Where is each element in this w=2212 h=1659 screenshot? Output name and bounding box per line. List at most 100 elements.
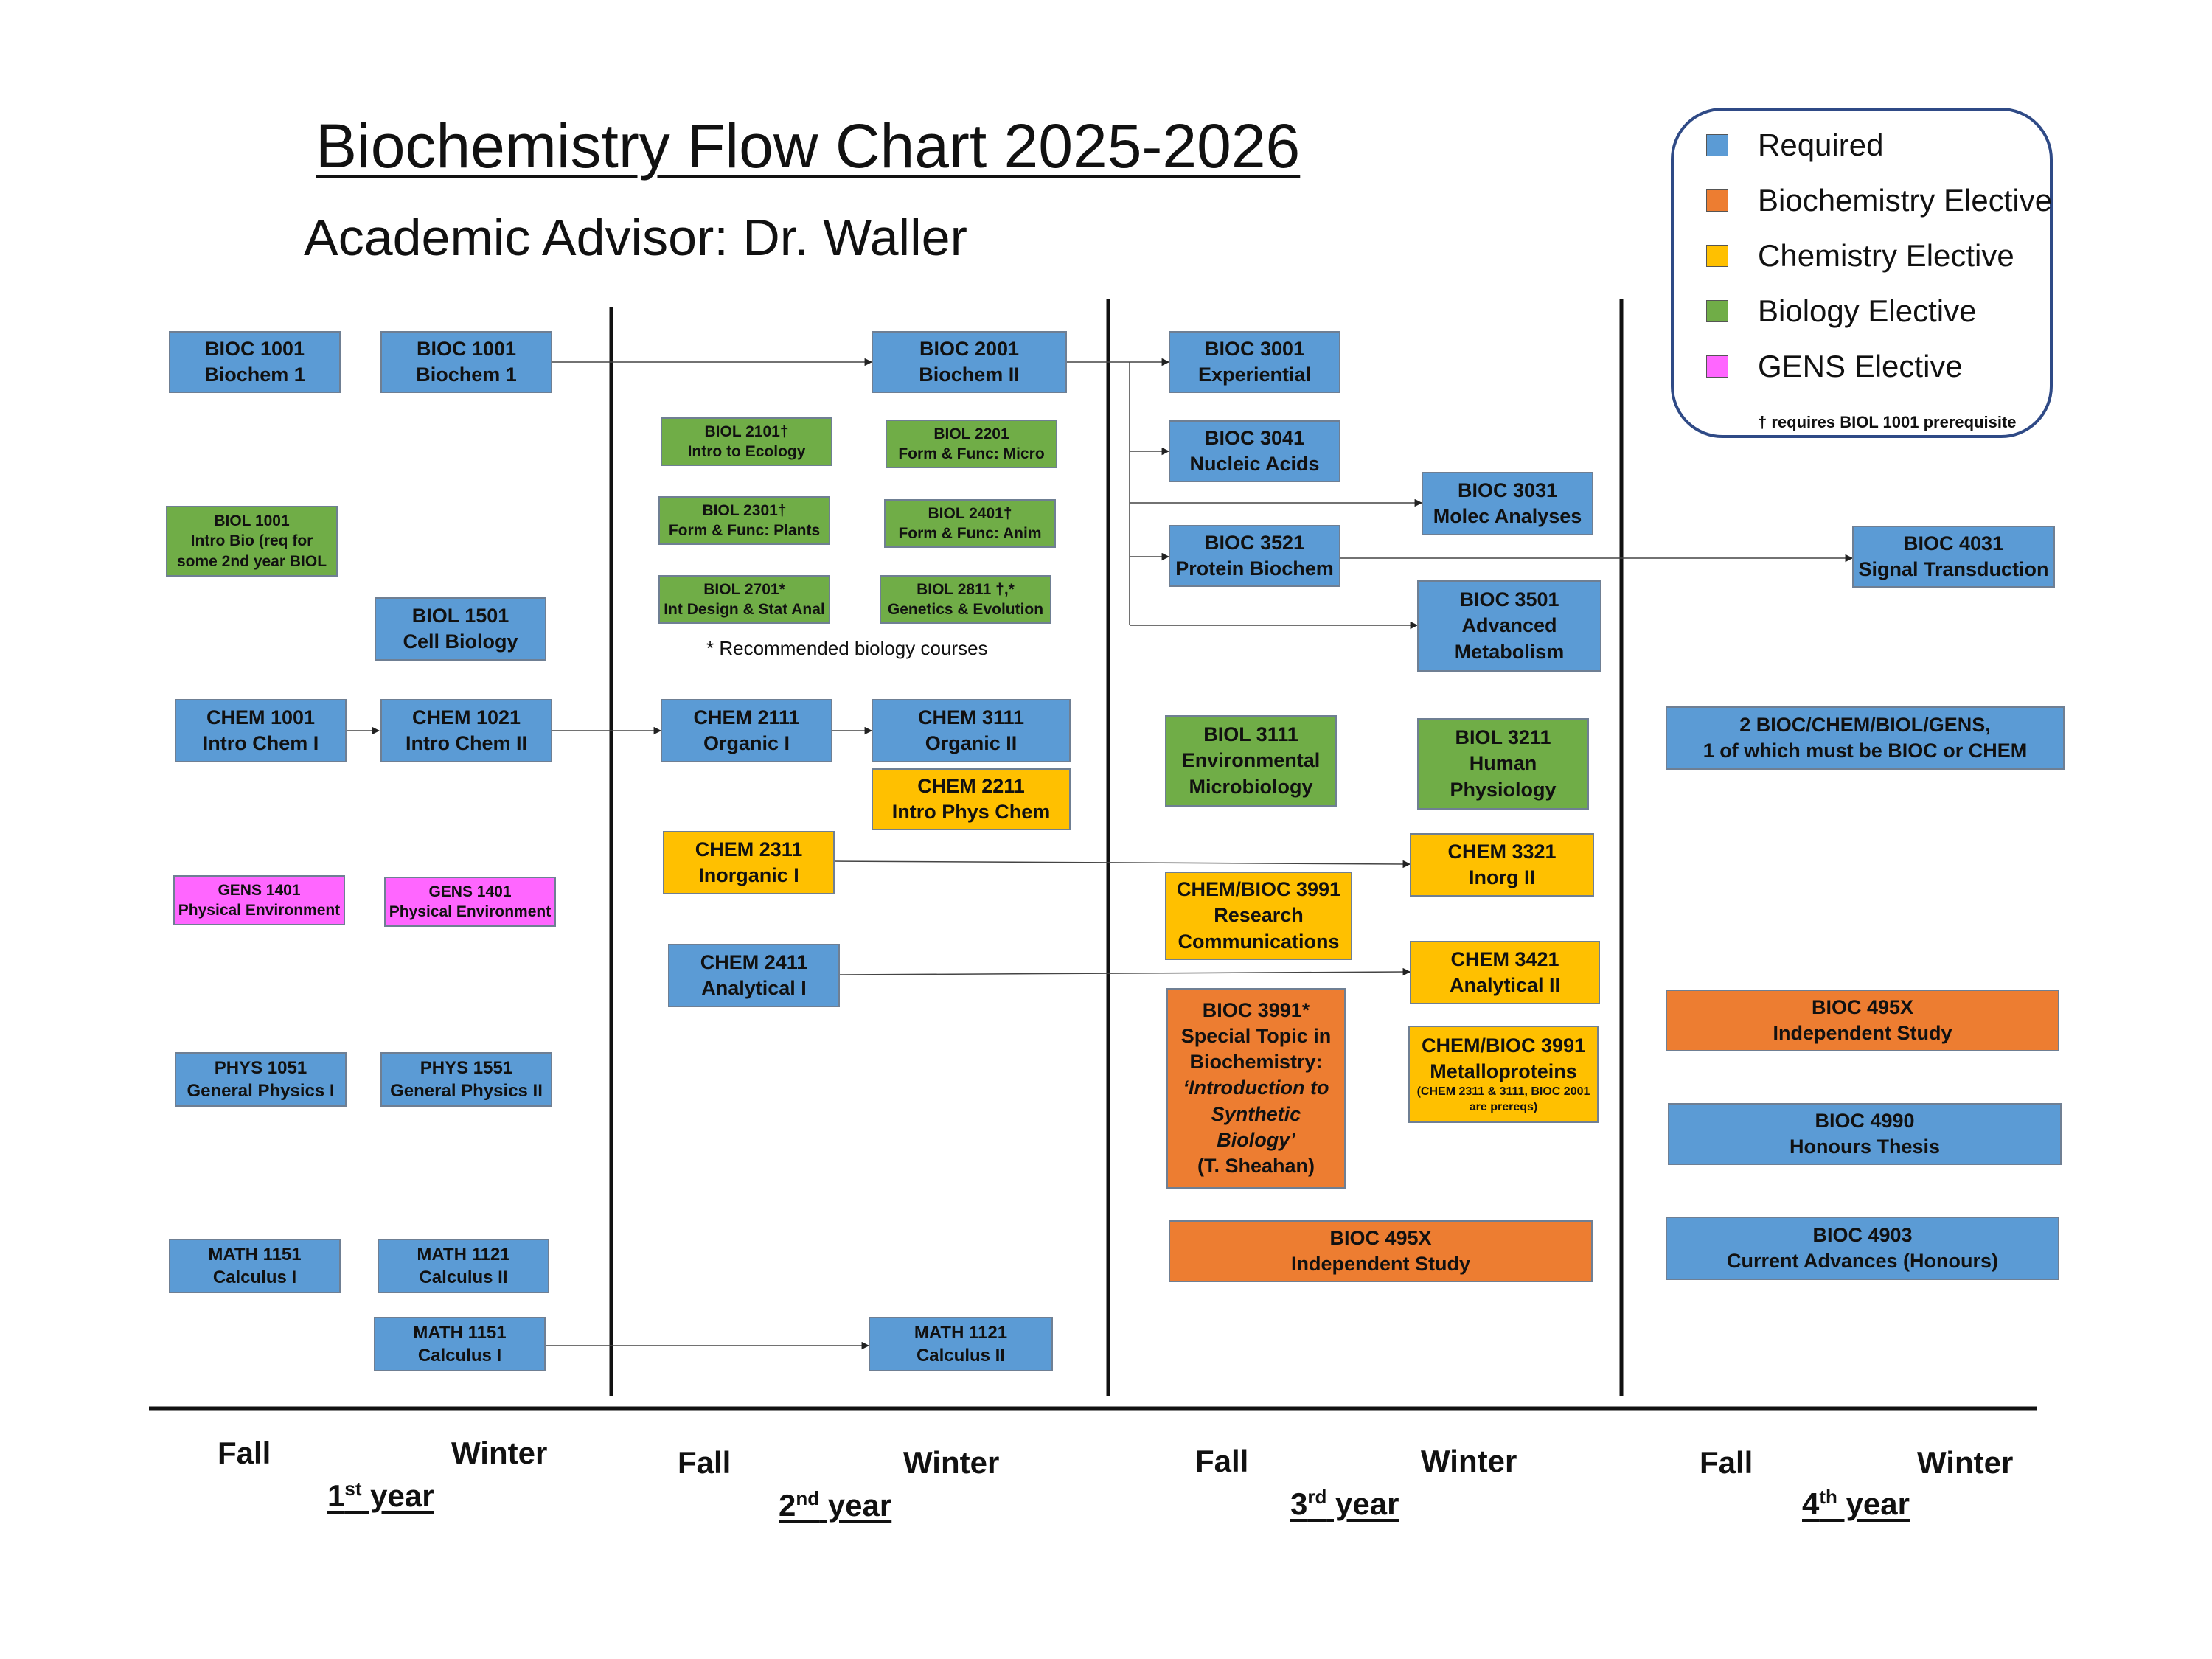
course-line: PHYS 1551	[420, 1057, 513, 1078]
year-label-4: 4th year	[1802, 1486, 1910, 1521]
course-line: BIOL 3211	[1455, 726, 1551, 749]
course-line: Synthetic	[1211, 1102, 1301, 1125]
legend-label: Chemistry Elective	[1758, 238, 2014, 273]
course-line: BIOL 2811 †,*	[917, 580, 1015, 598]
year-label-2: 2nd year	[779, 1487, 892, 1523]
course-line: 2 BIOC/CHEM/BIOL/GENS,	[1739, 713, 1991, 736]
course-line: Intro Chem I	[202, 732, 319, 754]
course-line: CHEM 3321	[1447, 840, 1557, 863]
year-label-3: 3rd year	[1290, 1486, 1399, 1521]
course-line: Intro to Ecology	[687, 443, 806, 460]
course-line: Form & Func: Plants	[668, 522, 821, 539]
course-line: BIOC 2001	[919, 337, 1020, 360]
legend-label: Required	[1758, 128, 1884, 162]
legend-item-gens-elective: GENS Elective	[1706, 348, 1963, 385]
term-label-y4-fall: Fall	[1700, 1445, 1753, 1480]
course-line: Calculus II	[419, 1267, 508, 1287]
legend-label: Biology Elective	[1758, 293, 1977, 328]
course-line: BIOL 2201	[933, 425, 1009, 442]
term-label-y1-fall: Fall	[218, 1436, 271, 1470]
course-line: BIOL 2301†	[702, 501, 787, 519]
advisor-heading: Academic Advisor: Dr. Waller	[304, 209, 967, 266]
legend-swatch	[1706, 134, 1728, 156]
course-line: Biochem 1	[204, 364, 305, 386]
course-line: Biochem 1	[416, 364, 517, 386]
course-line: Calculus I	[212, 1267, 297, 1287]
course-line: Independent Study	[1291, 1253, 1470, 1275]
course-line: General Physics II	[390, 1081, 543, 1101]
course-line: Experiential	[1197, 364, 1312, 386]
course-line: Inorganic I	[698, 864, 799, 886]
legend-item-chemistry-elective: Chemistry Elective	[1706, 237, 2014, 274]
course-line: Analytical II	[1449, 974, 1561, 996]
page-title: Biochemistry Flow Chart 2025-2026	[316, 111, 1301, 181]
course-line: (T. Sheahan)	[1197, 1154, 1315, 1177]
course-line: BIOL 2701*	[703, 580, 785, 598]
term-label-y3-winter: Winter	[1421, 1444, 1517, 1478]
course-line: Physical Environment	[178, 902, 341, 919]
course-prereq-note: (CHEM 2311 & 3111, BIOC 2001 are prereqs…	[1416, 1085, 1590, 1114]
course-line: BIOC 4031	[1903, 532, 2004, 554]
course-line: Independent Study	[1773, 1022, 1952, 1044]
legend-item-biology-elective: Biology Elective	[1706, 293, 1976, 330]
term-label-y1-winter: Winter	[451, 1436, 548, 1470]
course-line: BIOL 2101†	[704, 422, 789, 440]
arrow-chem2311-to-chem3321	[832, 860, 1411, 869]
course-line: BIOC 3501	[1459, 588, 1559, 611]
course-line: Signal Transduction	[1858, 558, 2049, 580]
legend-label: Biochemistry Elective	[1758, 183, 2053, 218]
course-line: GENS 1401	[218, 881, 301, 899]
course-line: Communications	[1178, 930, 1340, 953]
course-line: some 2nd year BIOL	[176, 552, 327, 570]
course-line: Form & Func: Anim	[898, 525, 1042, 542]
course-line: Physical Environment	[389, 903, 552, 920]
course-line: Microbiology	[1189, 775, 1313, 798]
course-line: BIOC 4990	[1815, 1109, 1915, 1132]
course-line: BIOL 1501	[411, 604, 509, 627]
course-line: Calculus I	[417, 1346, 502, 1366]
course-line: PHYS 1051	[214, 1057, 307, 1078]
term-label-y4-winter: Winter	[1917, 1445, 2014, 1480]
course-line: Int Design & Stat Anal	[664, 601, 825, 618]
course-biol2301: BIOL 2301† Form & Func: Plants	[658, 496, 830, 545]
course-line: BIOL 1001	[214, 512, 290, 530]
course-line: Cell Biology	[403, 630, 518, 653]
course-line: Intro Chem II	[405, 732, 527, 754]
course-line: Environmental	[1181, 749, 1321, 772]
legend-item-biochemistry-elective: Biochemistry Elective	[1706, 182, 2052, 219]
course-line: BIOC 3031	[1457, 479, 1558, 501]
course-line: BIOC 1001	[416, 337, 517, 360]
course-line: Physiology	[1450, 778, 1557, 801]
course-biol2101: BIOL 2101† Intro to Ecology	[661, 417, 832, 466]
course-line: Metalloproteins	[1430, 1060, 1577, 1083]
course-line: BIOC 3991*	[1202, 999, 1310, 1022]
course-line: 1 of which must be BIOC or CHEM	[1703, 740, 2028, 762]
legend-swatch	[1706, 245, 1728, 267]
course-line: Nucleic Acids	[1189, 453, 1320, 475]
course-line: BIOC 4903	[1812, 1223, 1913, 1246]
course-line: Honours Thesis	[1789, 1135, 1941, 1158]
course-line: CHEM/BIOC 3991	[1176, 878, 1341, 901]
course-line: Special Topic in	[1180, 1025, 1332, 1048]
legend-item-required: Required	[1706, 127, 1883, 164]
